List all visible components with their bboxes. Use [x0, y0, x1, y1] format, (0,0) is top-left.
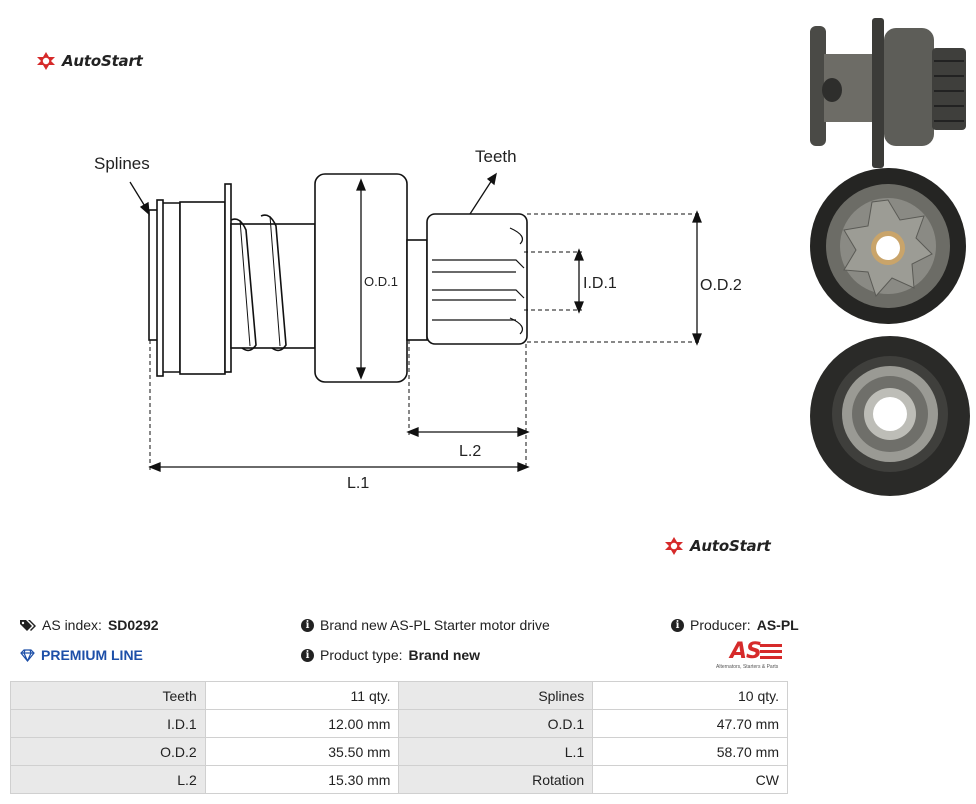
technical-drawing: Splines Teeth O.D.1 I.D.1 O.D.2 L.2 L.1: [94, 147, 742, 492]
producer-value: AS-PL: [756, 617, 799, 633]
table-row: Teeth 11 qty. Splines 10 qty.: [10, 681, 788, 710]
spec-label: L.2: [10, 765, 206, 794]
spec-label: O.D.2: [10, 737, 206, 766]
spec-label: Rotation: [398, 765, 594, 794]
brand-logo-top: AutoStart: [36, 51, 143, 71]
as-index: AS index: SD0292: [20, 617, 159, 633]
as-index-value: SD0292: [107, 617, 159, 633]
label-splines: Splines: [94, 154, 150, 173]
spec-value: 47.70 mm: [592, 709, 788, 738]
table-row: O.D.2 35.50 mm L.1 58.70 mm: [10, 737, 788, 766]
autostart-logo-icon: [665, 537, 683, 555]
spec-value: 11 qty.: [204, 681, 400, 710]
info-icon: i: [671, 618, 684, 632]
producer-logo-tagline: Alternators, Starters & Parts: [716, 664, 779, 670]
autostart-logo-icon: [37, 52, 55, 70]
label-id1: I.D.1: [583, 275, 617, 292]
as-index-label: AS index:: [42, 617, 102, 633]
brand-name: AutoStart: [690, 537, 771, 555]
product-photos: [810, 18, 970, 496]
tags-icon: [20, 619, 36, 631]
table-row: I.D.1 12.00 mm O.D.1 47.70 mm: [10, 709, 788, 738]
photo-rear-view: [810, 336, 970, 496]
info-icon: i: [301, 648, 314, 662]
label-teeth: Teeth: [475, 147, 517, 166]
producer-logo-mark: AS: [730, 639, 762, 664]
producer-label: Producer:: [690, 617, 751, 633]
spec-value: CW: [592, 765, 788, 794]
brand-logo-bottom: AutoStart: [664, 536, 771, 556]
product-type-label: Product type:: [320, 647, 403, 663]
description-text: Brand new AS-PL Starter motor drive: [320, 617, 550, 633]
spec-label: I.D.1: [10, 709, 206, 738]
label-od2: O.D.2: [700, 277, 742, 294]
producer: i Producer: AS-PL: [671, 617, 799, 633]
photo-side-view: [810, 18, 966, 168]
specs-table: Teeth 11 qty. Splines 10 qty. I.D.1 12.0…: [10, 681, 788, 794]
spec-value: 58.70 mm: [592, 737, 788, 766]
label-l2: L.2: [459, 443, 481, 460]
spec-label: Splines: [398, 681, 594, 710]
table-row: L.2 15.30 mm Rotation CW: [10, 765, 788, 794]
spec-label: O.D.1: [398, 709, 594, 738]
producer-logo: AS Alternators, Starters & Parts: [714, 639, 804, 673]
product-type: i Product type: Brand new: [301, 647, 480, 663]
diamond-icon: [20, 648, 35, 662]
spec-label: L.1: [398, 737, 594, 766]
brand-name: AutoStart: [62, 52, 143, 70]
label-l1: L.1: [347, 475, 369, 492]
label-od1: O.D.1: [364, 274, 398, 289]
spec-value: 15.30 mm: [204, 765, 400, 794]
spec-value: 35.50 mm: [204, 737, 400, 766]
premium-line-text: PREMIUM LINE: [41, 647, 143, 663]
spec-value: 10 qty.: [592, 681, 788, 710]
premium-line-badge: PREMIUM LINE: [20, 647, 143, 663]
description: i Brand new AS-PL Starter motor drive: [301, 617, 550, 633]
photo-front-view: [810, 168, 966, 324]
info-icon: i: [301, 618, 314, 632]
product-type-value: Brand new: [408, 647, 481, 663]
spec-value: 12.00 mm: [204, 709, 400, 738]
spec-label: Teeth: [10, 681, 206, 710]
